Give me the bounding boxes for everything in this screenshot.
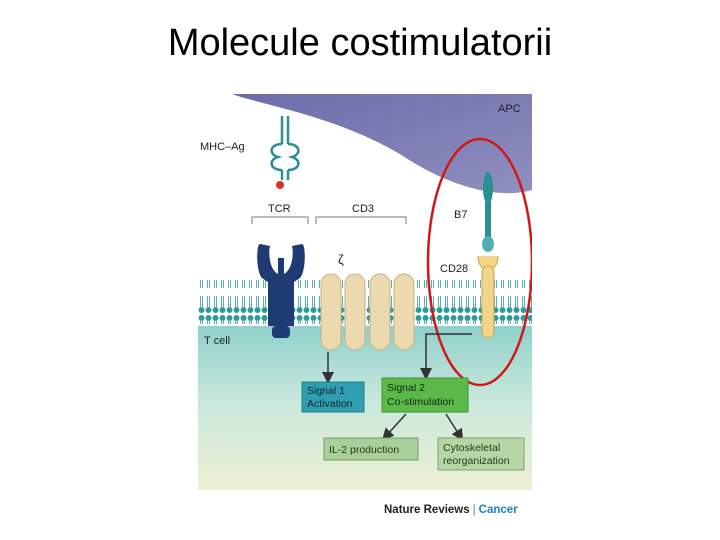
cd3-molecule-4: [393, 273, 415, 351]
credit-journal: Cancer: [478, 504, 518, 516]
tcr-bracket: [251, 216, 309, 224]
arrow-to-cytoskeletal: [445, 413, 464, 442]
tcr-molecule: [257, 244, 305, 338]
zeta-label: ζ: [338, 252, 344, 267]
signal2-box: [381, 377, 469, 413]
cytoskeletal-line2: reorganization: [443, 455, 510, 467]
cd28-molecule: [477, 255, 499, 339]
cd28-label: CD28: [440, 263, 468, 275]
cd3-molecule-1: [320, 273, 342, 351]
mhc-ag-molecule: [270, 116, 300, 189]
mhc-ag-label: MHC–Ag: [200, 141, 245, 153]
cytoskeletal-line1: Cytoskeletal: [443, 442, 500, 454]
credit-separator: |: [472, 504, 476, 516]
signal1-line1: Signal 1: [307, 385, 345, 397]
apc-cell: [232, 94, 532, 194]
antigen-peptide: [276, 181, 284, 189]
signal2-line2: Co-stimulation: [387, 396, 454, 408]
cd3-molecule-3: [369, 273, 391, 351]
costimulation-diagram: APC MHC–Ag TCR CD3 ζ B7 CD28: [198, 94, 532, 490]
apc-label: APC: [498, 103, 521, 115]
highlight-ring: [426, 137, 532, 387]
cd3-label: CD3: [352, 203, 374, 215]
il2-label: IL-2 production: [329, 444, 399, 456]
cd3-bracket: [315, 216, 407, 224]
b7-molecule: [482, 172, 494, 252]
cytoskeletal-box: [437, 437, 525, 471]
arrow-cd28-to-signal2: [420, 333, 472, 380]
il2-box: [323, 437, 419, 461]
signal1-line2: Activation: [307, 398, 353, 410]
signal2-line1: Signal 2: [387, 382, 425, 394]
slide-title: Molecule costimulatorii: [167, 22, 553, 64]
t-cell-label: T cell: [204, 335, 230, 347]
credit-publisher: Nature Reviews: [384, 504, 470, 516]
arrow-to-il2: [381, 413, 407, 441]
cd3-molecule-2: [344, 273, 366, 351]
figure-credit: Nature Reviews|Cancer: [384, 504, 518, 516]
tcr-label: TCR: [268, 203, 291, 215]
signal1-box: [301, 381, 365, 413]
b7-label: B7: [454, 209, 467, 221]
